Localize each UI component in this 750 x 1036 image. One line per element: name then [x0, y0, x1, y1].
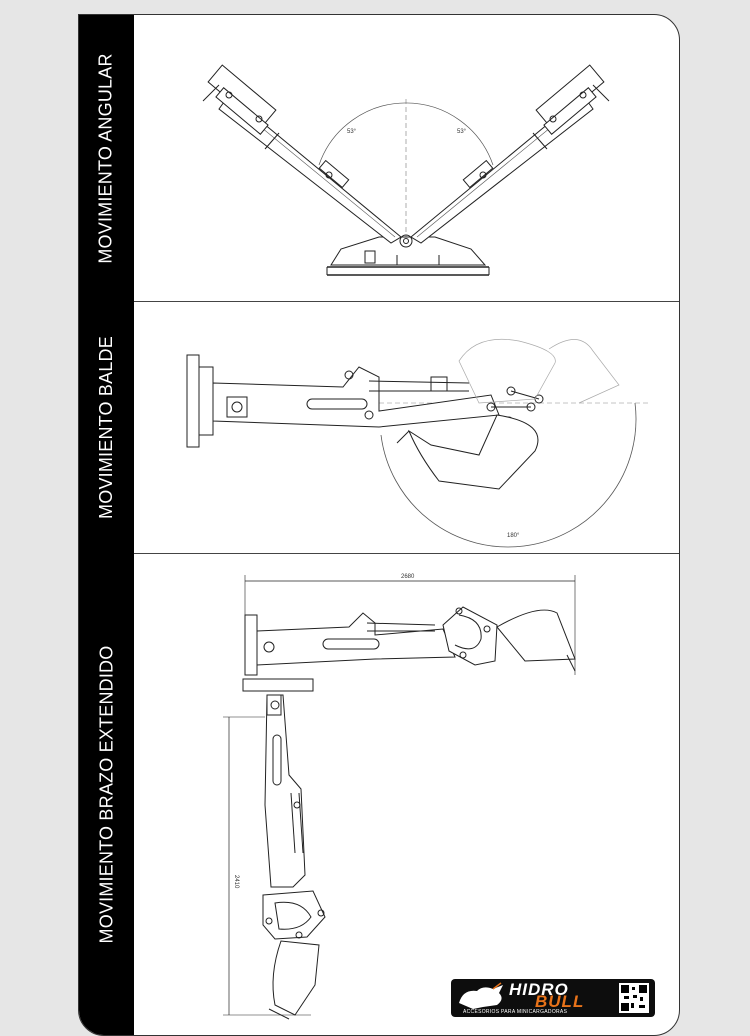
balde-view: 180°: [186, 338, 649, 548]
logo-brand-line1: HIDRO: [509, 980, 569, 999]
right-arm: [410, 64, 610, 244]
bull-icon: [459, 982, 503, 1009]
technical-drawing: 53° 53°: [186, 64, 649, 1020]
angle-180-label: 180°: [507, 533, 520, 539]
section-brazo: [134, 553, 679, 1035]
sidebar: [79, 15, 134, 1035]
logo-tagline: ACCESORIOS PARA MINICARGADORAS: [463, 1009, 568, 1015]
left-arm: [202, 64, 402, 244]
hidro-bull-logo: HIDRO BULL ACCESORIOS PARA MINICARGADORA…: [451, 979, 655, 1017]
logo-brand-line2: BULL: [535, 992, 585, 1011]
dim-2410-label: 2410: [233, 875, 239, 889]
angular-view: 53° 53°: [202, 64, 610, 276]
dim-2680-label: 2680: [401, 574, 415, 580]
qr-code-icon: [619, 983, 649, 1013]
spec-sheet: MOVIMIENTO ANGULAR MOVIMIENTO BALDE MOVI…: [78, 14, 680, 1036]
angle-right-label: 53°: [457, 129, 467, 135]
section-balde: [134, 301, 679, 554]
angle-left-label: 53°: [347, 129, 357, 135]
brazo-view: 2680 2410: [223, 574, 576, 1020]
